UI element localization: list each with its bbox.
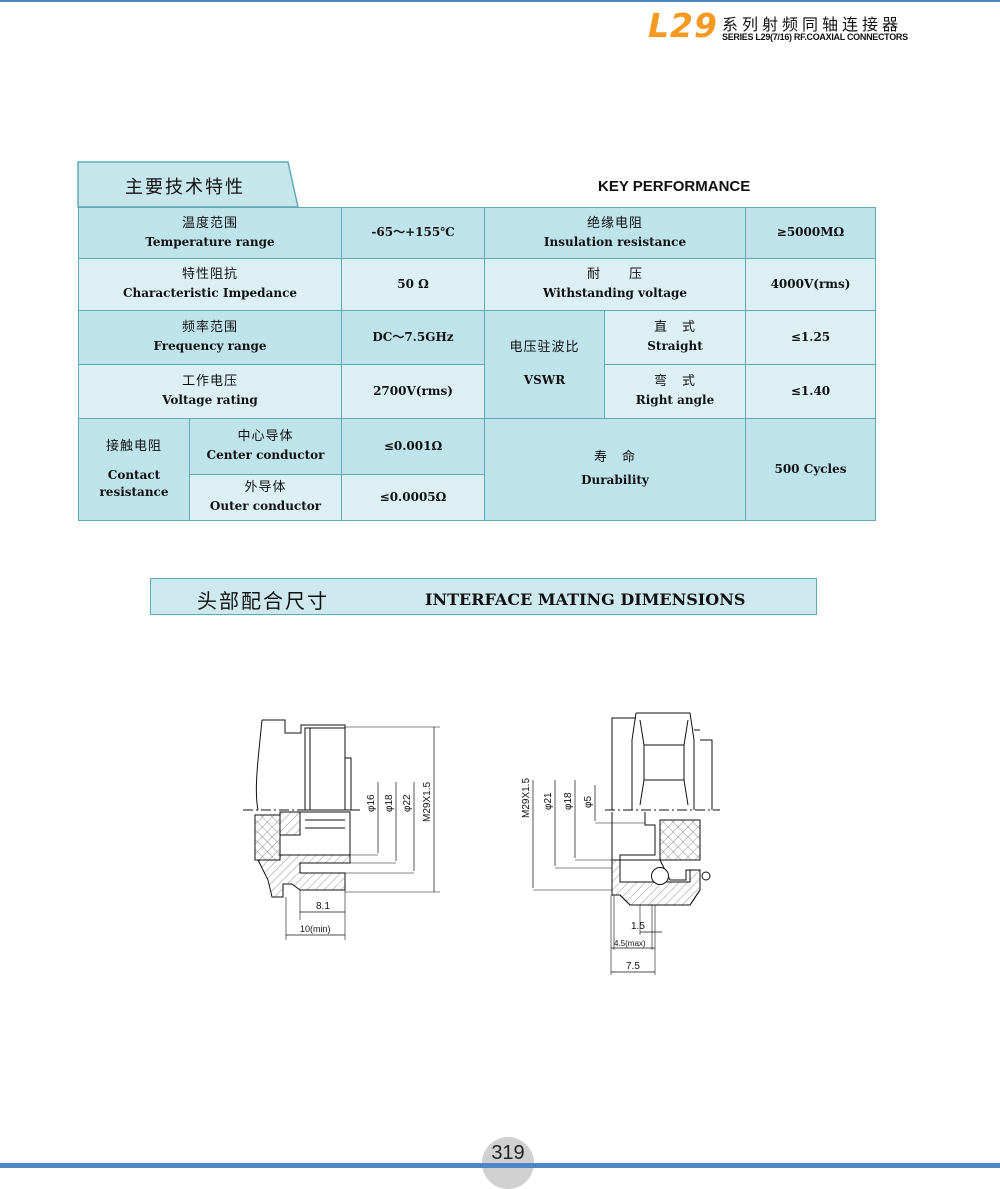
label-en: Voltage rating [162,393,258,408]
right-dim-7-5: 7.5 [626,961,640,972]
label-cn: 弯 式 [653,374,696,390]
value-temperature: -65～+155℃ [341,207,485,259]
label-en: Contact [107,467,161,482]
interface-drawings: φ16 φ18 φ22 M29X1.5 8.1 10(min) M29X1.5 … [243,712,720,975]
label-en: Characteristic Impedance [122,286,298,301]
series-logo: L29 [648,6,718,45]
label-voltage: 工作电压 Voltage rating [78,364,342,419]
label-frequency: 频率范围 Frequency range [78,310,342,365]
left-dim-d16: φ16 [366,794,377,812]
key-performance-title-cn: 主要技术特性 [125,177,245,198]
value-insulation: ≥5000MΩ [745,207,876,259]
key-performance-title-en: KEY PERFORMANCE [598,178,751,195]
label-withstanding: 耐 压 Withstanding voltage [484,258,746,311]
label-cn: 电压驻波比 [509,340,580,356]
right-dim-d18: φ18 [563,792,574,810]
label-vswr-right-angle: 弯 式 Right angle [604,364,746,419]
label-en: Straight [647,339,703,354]
left-dim-d22: φ22 [402,794,413,812]
right-dim-thread: M29X1.5 [521,778,532,818]
label-en: VSWR [523,373,566,388]
label-cn: 频率范围 [181,320,238,336]
label-contact-resistance: 接触电阻 Contact resistance [78,418,190,521]
left-dim-d18: φ18 [384,794,395,812]
label-cn: 接触电阻 [105,438,162,454]
label-en: Center conductor [206,448,325,463]
value-vswr-right-angle: ≤1.40 [745,364,876,419]
label-cn: 温度范围 [181,215,238,231]
label-en: Frequency range [153,339,267,354]
interface-title-cn: 头部配合尺寸 [197,589,329,613]
label-vswr-straight: 直 式 Straight [604,310,746,365]
value-center-conductor: ≤0.001Ω [341,418,485,475]
value-frequency: DC～7.5GHz [341,310,485,365]
left-dim-thread: M29X1.5 [422,782,433,822]
interface-title-en: INTERFACE MATING DIMENSIONS [425,590,746,609]
label-en: Right angle [635,393,715,408]
label-impedance: 特性阻抗 Characteristic Impedance [78,258,342,311]
label-en: Insulation resistance [543,234,687,249]
value-voltage: 2700V(rms) [341,364,485,419]
label-insulation: 绝缘电阻 Insulation resistance [484,207,746,259]
left-connector-drawing [243,719,440,940]
left-dim-8-1: 8.1 [316,901,330,912]
right-dim-1-5: 1.5 [631,921,645,932]
header-title-en: SERIES L29(7/16) RF.COAXIAL CONNECTORS [722,32,908,42]
label-en: Durability [581,473,649,488]
label-cn: 绝缘电阻 [586,215,643,231]
label-cn: 特性阻抗 [181,267,238,283]
interface-section-bar [150,578,817,615]
right-dim-4-5max: 4.5(max) [614,939,646,948]
right-connector-drawing [532,712,720,975]
value-outer-conductor: ≤0.0005Ω [341,474,485,521]
value-impedance: 50 Ω [341,258,485,311]
value-durability: 500 Cycles [745,418,876,521]
label-cn: 中心导体 [237,429,294,445]
left-dim-10min: 10(min) [300,924,331,934]
label-temperature: 温度范围 Temperature range [78,207,342,259]
value-withstanding: 4000V(rms) [745,258,876,311]
label-cn: 耐 压 [586,267,643,283]
bottom-rule [0,1163,1000,1168]
label-outer-conductor: 外导体 Outer conductor [189,474,342,521]
label-cn: 外导体 [244,480,287,496]
value-vswr-straight: ≤1.25 [745,310,876,365]
header-title-cn: 系列射频同轴连接器 [722,15,903,34]
label-cn: 寿 命 [593,450,636,466]
label-en: Withstanding voltage [542,286,687,301]
label-durability: 寿 命 Durability [484,418,746,521]
label-en: Temperature range [145,234,275,249]
right-dim-d5: φ5 [583,796,594,808]
right-dim-d21: φ21 [543,792,554,810]
label-center-conductor: 中心导体 Center conductor [189,418,342,475]
label-en: resistance [99,484,169,499]
label-en: Outer conductor [209,499,322,514]
label-cn: 工作电压 [181,374,238,390]
label-vswr: 电压驻波比 VSWR [484,310,605,419]
page-number: 319 [491,1142,525,1164]
label-cn: 直 式 [653,320,696,336]
top-rule [0,0,1000,2]
